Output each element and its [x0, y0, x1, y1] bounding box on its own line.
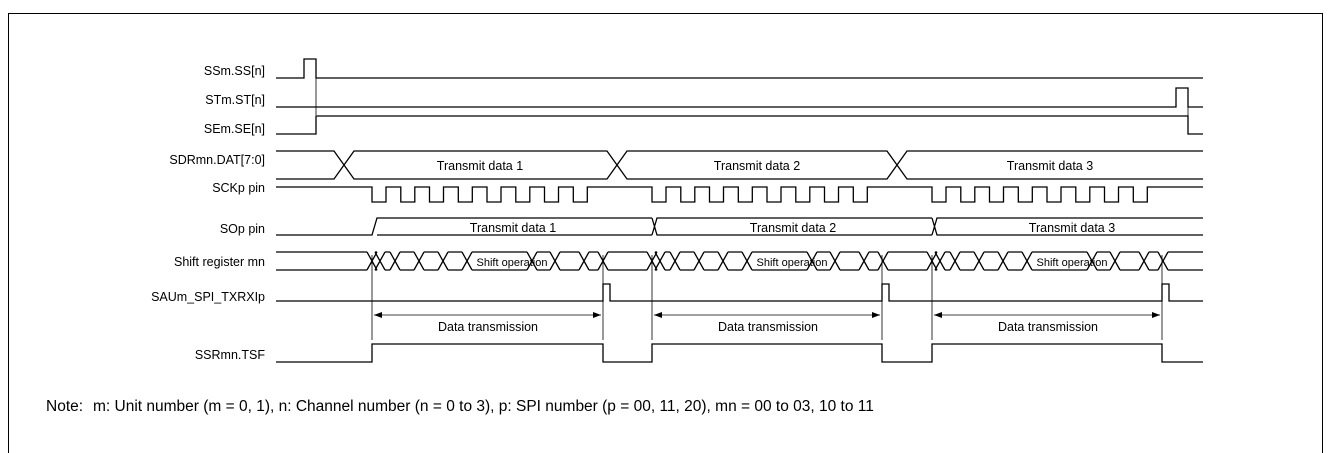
note-label: Note: [46, 398, 84, 415]
note: Note: m: Unit number (m = 0, 1), n: Chann… [46, 398, 874, 416]
diagram-frame [8, 13, 1323, 453]
transmission-arrows [374, 312, 1160, 318]
label-so: SOp pin [220, 222, 265, 236]
label-se: SEm.SE[n] [204, 122, 265, 136]
so-data-3: Transmit data 3 [1029, 221, 1115, 235]
sdr-data-1: Transmit data 1 [437, 159, 523, 173]
waveform-sck [276, 186, 1203, 203]
transmission-label-1: Data transmission [438, 320, 538, 334]
label-tsf: SSRmn.TSF [195, 348, 266, 362]
transmission-label-3: Data transmission [998, 320, 1098, 334]
label-shift: Shift register mn [174, 255, 265, 269]
so-data-1: Transmit data 1 [470, 221, 556, 235]
note-text: m: Unit number (m = 0, 1), n: Channel nu… [93, 398, 874, 415]
shift-label-2: Shift operation [757, 257, 828, 269]
shift-label-1: Shift operation [477, 257, 548, 269]
waveform-irq [276, 283, 1203, 302]
transmission-label-2: Data transmission [718, 320, 818, 334]
waveform-st [276, 87, 1203, 108]
label-st: STm.ST[n] [205, 93, 265, 107]
waveform-so [276, 217, 1203, 236]
waveform-sdr-seg-3 [896, 150, 1203, 180]
waveform-shift [276, 251, 1203, 271]
shift-label-3: Shift operation [1037, 257, 1108, 269]
waveform-ss [276, 58, 1203, 79]
label-ss: SSm.SS[n] [204, 64, 265, 78]
label-sdr: SDRmn.DAT[7:0] [169, 153, 265, 167]
label-irq: SAUm_SPI_TXRXIp [151, 290, 265, 304]
sdr-data-3: Transmit data 3 [1007, 159, 1093, 173]
label-sck: SCKp pin [212, 181, 265, 195]
so-data-2: Transmit data 2 [750, 221, 836, 235]
waveform-se [276, 115, 1203, 135]
waveform-tsf [276, 343, 1203, 363]
signal-labels: SSm.SS[n] STm.ST[n] SEm.SE[n] SDRmn.DAT[… [151, 64, 265, 362]
sdr-data-2: Transmit data 2 [714, 159, 800, 173]
waveform-sdr-idle [276, 150, 345, 180]
